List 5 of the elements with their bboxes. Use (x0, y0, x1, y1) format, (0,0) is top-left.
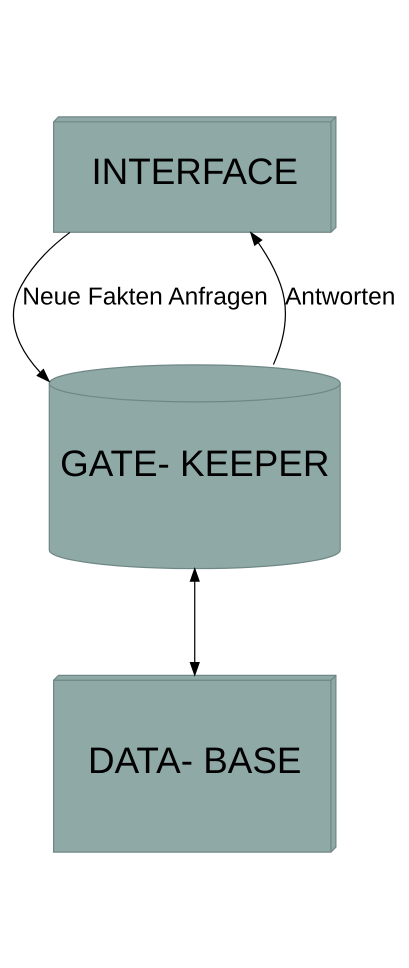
edge-label: Neue Fakten Anfragen (22, 283, 268, 310)
arrow (250, 230, 286, 364)
edge-label: Antworten (284, 283, 396, 310)
arrow (190, 566, 200, 676)
arrow (12, 231, 70, 382)
